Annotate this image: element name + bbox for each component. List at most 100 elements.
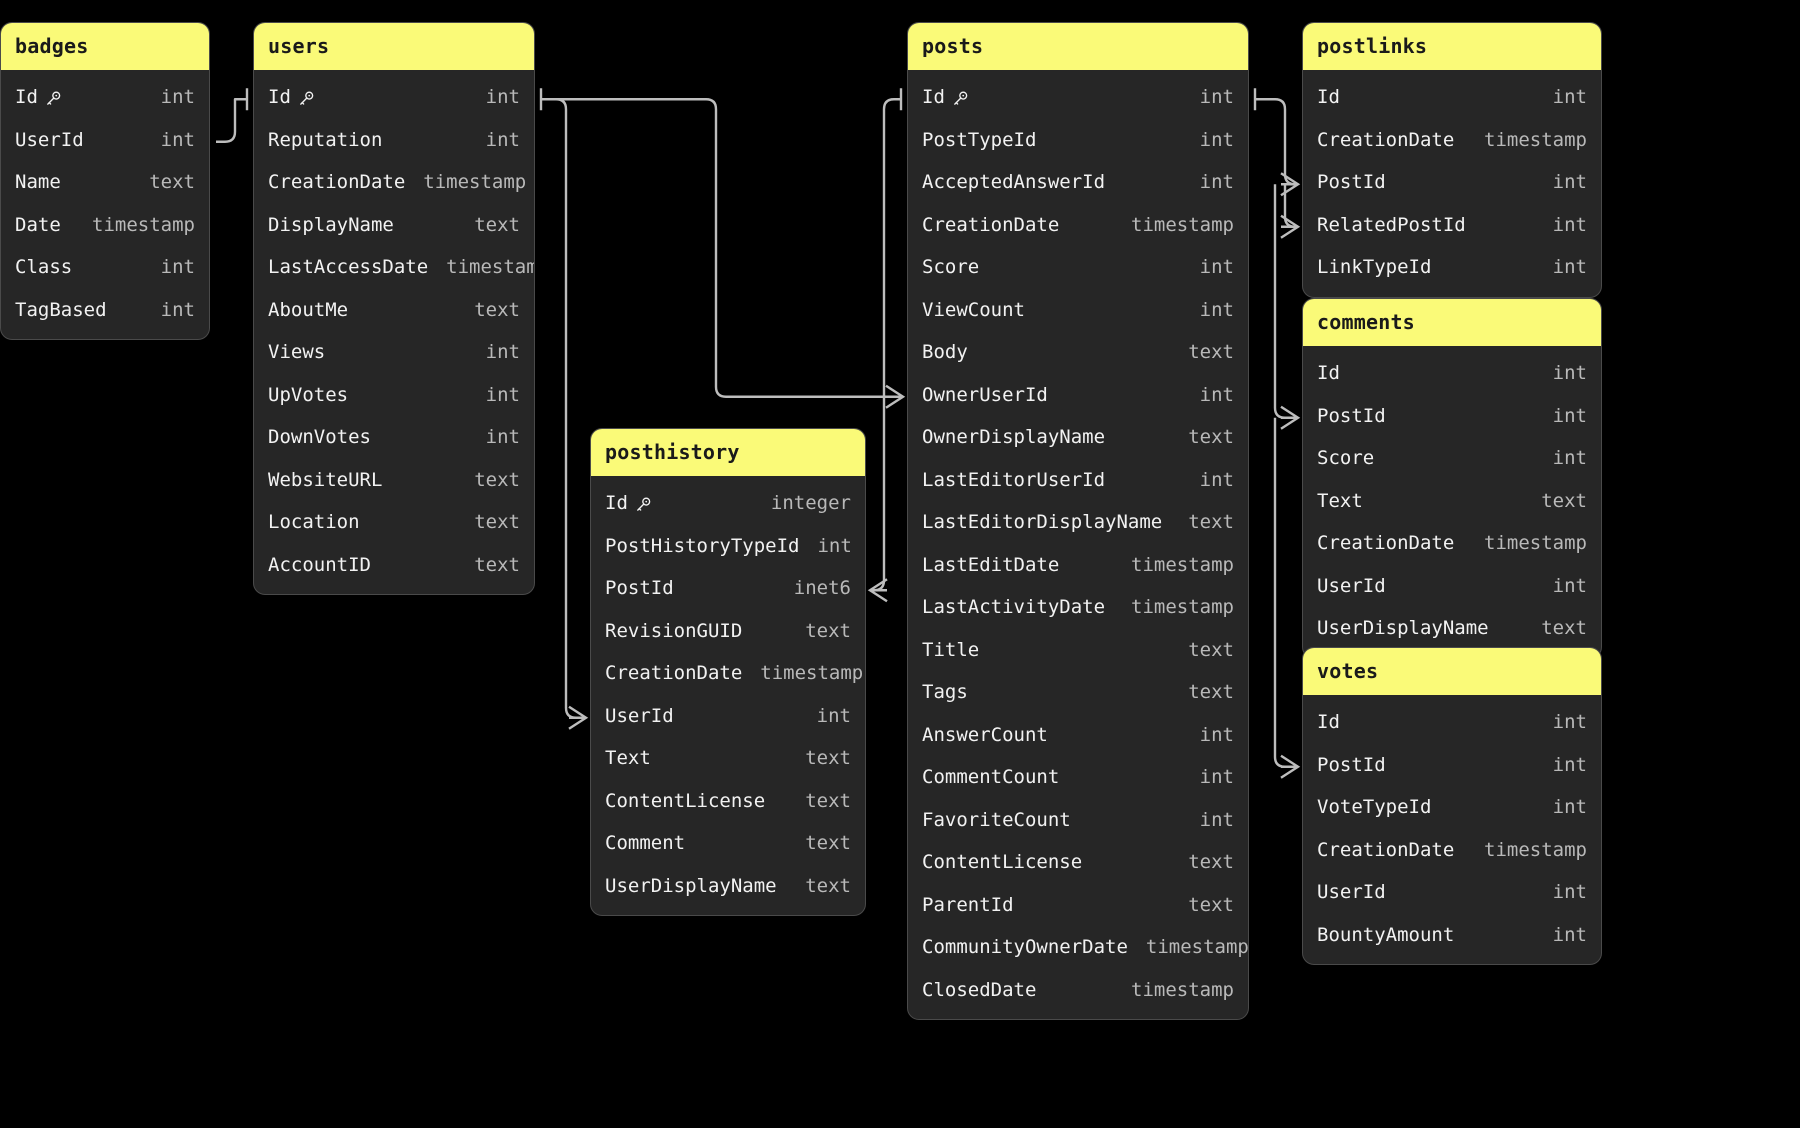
field-type: text (1541, 617, 1587, 640)
field-row[interactable]: LastAccessDate timestamp (254, 246, 534, 289)
field-type: int (160, 86, 195, 109)
field-name: AboutMe (268, 299, 348, 321)
field-row[interactable]: ClosedDate timestamp (908, 969, 1248, 1012)
field-type: int (1552, 86, 1587, 109)
field-name: Id (605, 492, 652, 514)
field-type: timestamp (1131, 978, 1234, 1001)
field-name-label: Date (15, 213, 61, 236)
field-name: CreationDate (268, 171, 405, 193)
field-type: timestamp (1484, 838, 1587, 861)
field-name: UserId (605, 705, 674, 727)
field-type: timestamp (446, 256, 534, 279)
field-type: text (805, 874, 851, 897)
field-type: text (1188, 426, 1234, 449)
field-name-label: UserId (605, 704, 674, 727)
field-row[interactable]: PostTypeId int (908, 119, 1248, 162)
field-name-label: ClosedDate (922, 978, 1037, 1001)
field-name-label: CreationDate (1317, 532, 1455, 555)
field-name-label: LastAccessDate (268, 256, 429, 279)
relationship-posthistory-users (541, 98, 589, 730)
field-type: int (1199, 128, 1234, 151)
field-name: Score (922, 256, 979, 278)
field-name-label: LastEditDate (922, 553, 1060, 576)
field-row[interactable]: CreationDate timestamp (254, 161, 534, 204)
field-type: timestamp (423, 171, 527, 194)
field-name-label: PostTypeId (922, 128, 1037, 151)
field-type: text (805, 789, 851, 812)
field-name-label: CommentCount (922, 766, 1060, 789)
